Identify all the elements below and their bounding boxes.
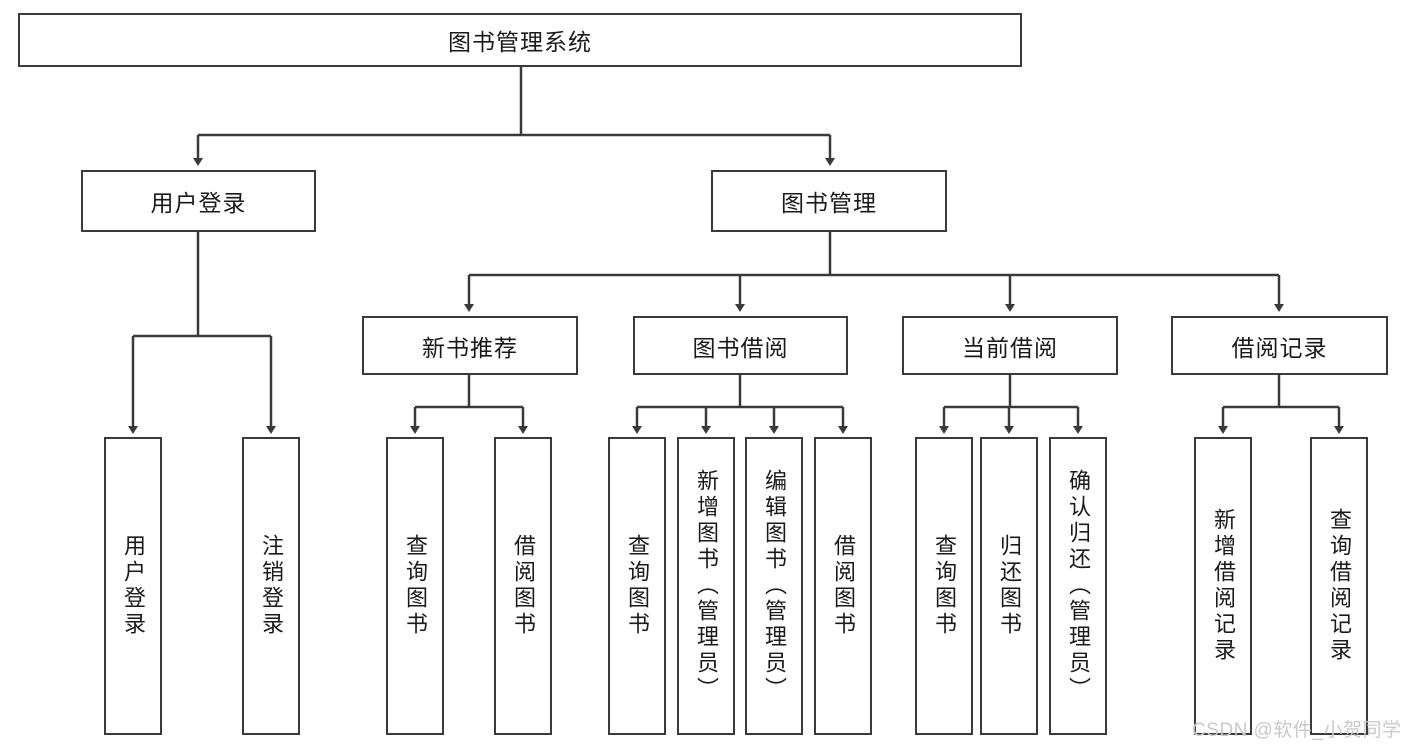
node-borrow-record[interactable]: 借阅记录	[1171, 316, 1388, 375]
node-label: 用户登录	[121, 534, 146, 638]
node-label: 查询借阅记录	[1327, 508, 1352, 664]
node-book-management[interactable]: 图书管理	[711, 170, 947, 232]
leaf-borrow-query-book[interactable]: 查询图书	[608, 437, 666, 735]
node-label: 图书借阅	[692, 334, 789, 361]
node-label: 查询图书	[625, 534, 650, 638]
leaf-borrow-borrow-book[interactable]: 借阅图书	[814, 437, 872, 735]
node-label: 新增图书（管理员）	[694, 469, 719, 703]
node-root-system[interactable]: 图书管理系统	[18, 13, 1022, 67]
node-label: 借阅记录	[1231, 334, 1328, 361]
node-label: 用户登录	[150, 190, 247, 216]
node-label: 编辑图书（管理员）	[762, 469, 787, 703]
leaf-new-book-borrow[interactable]: 借阅图书	[494, 437, 552, 735]
leaf-current-return-book[interactable]: 归还图书	[980, 437, 1038, 735]
leaf-user-login-signout[interactable]: 注销登录	[242, 437, 300, 735]
node-label: 新书推荐	[422, 334, 518, 361]
node-label: 当前借阅	[962, 334, 1058, 361]
node-label: 注销登录	[259, 534, 284, 638]
node-label: 归还图书	[997, 534, 1022, 638]
node-label: 查询图书	[932, 534, 957, 638]
leaf-new-book-query[interactable]: 查询图书	[386, 437, 444, 735]
node-label: 借阅图书	[831, 534, 856, 638]
leaf-current-query-book[interactable]: 查询图书	[915, 437, 973, 735]
node-label: 图书管理	[781, 190, 877, 216]
node-label: 新增借阅记录	[1211, 508, 1236, 664]
node-new-book-recommend[interactable]: 新书推荐	[362, 316, 578, 375]
leaf-borrow-add-book[interactable]: 新增图书（管理员）	[677, 437, 735, 735]
node-label: 图书管理系统	[448, 29, 592, 55]
leaf-record-query[interactable]: 查询借阅记录	[1310, 437, 1368, 735]
node-label: 借阅图书	[511, 534, 536, 638]
node-user-login[interactable]: 用户登录	[81, 170, 316, 232]
leaf-current-confirm-return[interactable]: 确认归还（管理员）	[1049, 437, 1107, 735]
leaf-record-add[interactable]: 新增借阅记录	[1194, 437, 1252, 735]
leaf-user-login-signin[interactable]: 用户登录	[104, 437, 162, 735]
leaf-borrow-edit-book[interactable]: 编辑图书（管理员）	[745, 437, 803, 735]
node-book-borrow[interactable]: 图书借阅	[633, 316, 848, 375]
node-label: 查询图书	[403, 534, 428, 638]
csdn-watermark: CSDN @软件_小贺同学	[1192, 720, 1402, 741]
node-current-borrow[interactable]: 当前借阅	[902, 316, 1118, 375]
node-label: 确认归还（管理员）	[1066, 469, 1091, 703]
